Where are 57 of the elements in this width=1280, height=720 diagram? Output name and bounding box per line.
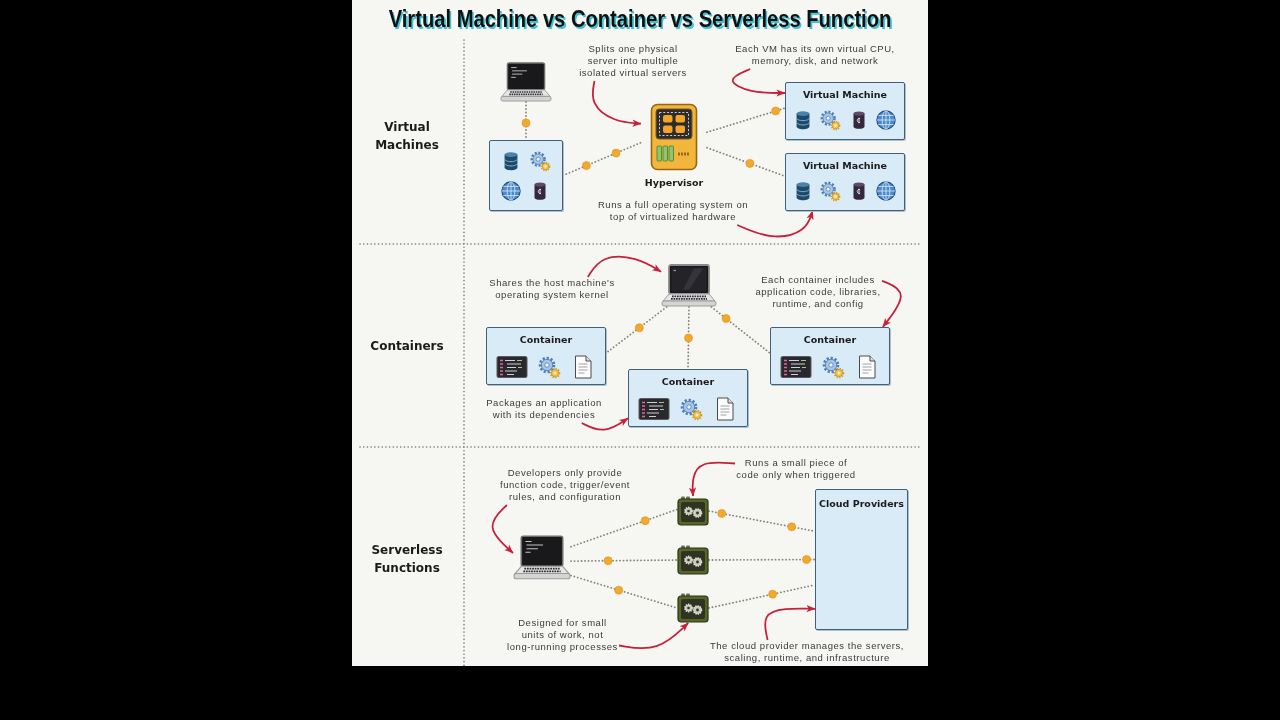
gear-box-icon <box>677 545 709 575</box>
connector <box>708 510 816 533</box>
server-box <box>489 140 563 211</box>
annotation-text: Splits one physical server into multiple isolated virtual servers <box>578 43 688 81</box>
section-label: Virtual Machines <box>374 119 440 154</box>
box-title: Container <box>519 334 573 346</box>
annotation-text: Each container includes application code, libraries, runtime, and config <box>754 274 882 312</box>
laptop-icon <box>513 535 571 580</box>
gear-box-icon <box>677 593 709 623</box>
annotation-text: The cloud provider manages the servers, scaling, runtime, and infrastructure <box>708 640 906 666</box>
diagram-title: Virtual Machine vs Container vs Serverless Function <box>388 4 892 34</box>
arrow <box>764 605 816 641</box>
section-label: Serverless Functions <box>370 542 444 577</box>
arrow <box>881 279 902 328</box>
box-title: Virtual Machine <box>802 89 888 101</box>
annotation-text: Shares the host machine's operating system kernel <box>488 277 616 303</box>
container-box <box>628 369 748 427</box>
box-title: Virtual Machine <box>802 160 888 172</box>
annotation-text: Packages an application with its dependencies <box>485 397 603 423</box>
arrow <box>591 80 642 127</box>
arrow <box>618 622 690 650</box>
annotation-text: Runs a full operating system on top of virtualized hardware <box>596 199 750 225</box>
connector <box>687 306 690 370</box>
connector <box>570 574 678 609</box>
annotation-text: Runs a small piece of code only when triggered <box>735 457 857 483</box>
connector <box>710 306 771 354</box>
vm-box <box>785 153 905 211</box>
annotation-text: Developers only provide function code, trigger/event rules, and configuration <box>499 467 631 505</box>
connector <box>708 558 816 561</box>
connector <box>570 508 678 548</box>
connector <box>605 306 668 354</box>
connector <box>708 584 816 609</box>
connector <box>562 141 642 177</box>
arrow <box>688 461 736 497</box>
arrow <box>580 417 629 431</box>
container-box <box>770 327 890 385</box>
box-title: Container <box>661 376 715 388</box>
section-label: Containers <box>369 338 445 355</box>
cloud-box <box>815 489 908 630</box>
box-title: Cloud Providers <box>819 498 904 510</box>
connector <box>570 559 678 562</box>
vm-box <box>785 82 905 140</box>
node-label: Hypervisor <box>644 177 704 189</box>
arrow <box>491 504 514 554</box>
gear-box-icon <box>677 496 709 526</box>
annotation-text: Designed for small units of work, not long-running processes <box>506 617 619 655</box>
connector <box>706 107 786 134</box>
arrow <box>731 68 786 97</box>
laptop-icon <box>661 264 717 307</box>
container-box <box>486 327 606 385</box>
box-title: Container <box>803 334 857 346</box>
connector <box>525 101 527 141</box>
arrow <box>736 210 814 238</box>
connector <box>706 146 786 178</box>
annotation-text: Each VM has its own virtual CPU, memory, disk, and network <box>734 43 896 69</box>
laptop-icon <box>500 62 552 102</box>
arrow <box>586 255 662 278</box>
